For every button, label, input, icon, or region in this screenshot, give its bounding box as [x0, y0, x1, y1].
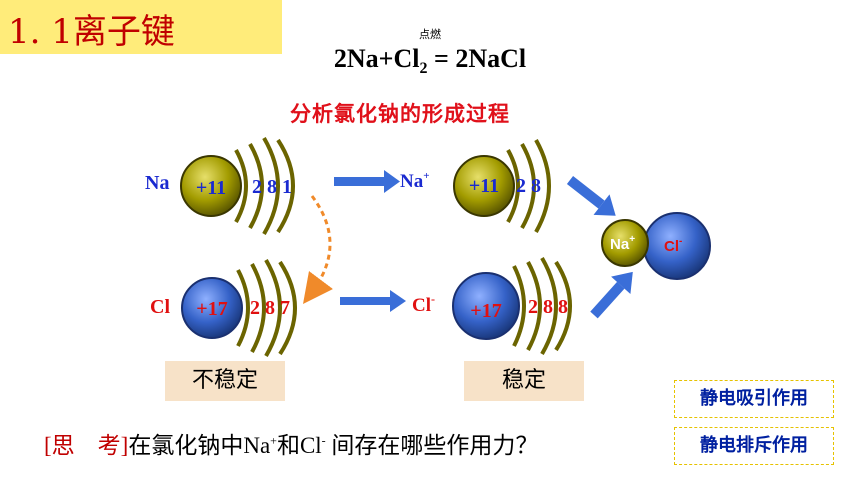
na-shell-1 [234, 149, 248, 223]
cl-nucleus [181, 277, 243, 339]
cl-shell-3 [264, 258, 282, 358]
na-shell-3 [262, 136, 280, 236]
na-atom [180, 136, 295, 236]
cl-ion-nucleus [452, 272, 520, 340]
page-title: 1. 1离子键 [8, 12, 175, 52]
cl-shell-2 [250, 263, 266, 353]
reaction-equation: 2Na+Cl2 = 2NaCl [0, 44, 860, 78]
na-shell-2 [248, 143, 264, 229]
electrostatic-repulsion-button[interactable]: 静电排斥作用 [674, 427, 834, 465]
na-shell-4 [276, 138, 295, 234]
na-nucleus-charge: +11 [196, 177, 226, 199]
unstable-label: 不稳定 [165, 361, 285, 401]
cl-symbol: Cl [150, 296, 170, 318]
cl-nucleus-charge: +17 [196, 298, 227, 320]
equation-right: = 2NaCl [427, 44, 527, 73]
arrow-na-ion-to-pair [566, 176, 616, 216]
pair-cl-label: Cl- [664, 236, 682, 255]
na-nucleus [180, 155, 242, 217]
cl-atom [181, 258, 297, 358]
cl-ion-nucleus-charge: +17 [470, 300, 501, 322]
title-banner: 1. 1离子键 [0, 0, 282, 54]
pair-na-sphere [601, 219, 649, 267]
stable-label: 稳定 [464, 361, 584, 401]
cl-ion-symbol: Cl- [412, 292, 435, 316]
na-ion [453, 139, 551, 233]
think-tag: [思 考] [44, 433, 129, 458]
na-ion-nucleus-charge: +11 [469, 175, 499, 197]
arrow-cl-to-ion [340, 290, 406, 312]
pair-na-label: Na+ [610, 234, 635, 253]
cl-ion-shell-4 [554, 260, 572, 352]
na-ion-nucleus [453, 155, 515, 217]
na-ion-shell-3 [534, 139, 551, 233]
cl-ion-electron-shells: 2 8 8 [528, 296, 568, 318]
electron-transfer-arrow [303, 195, 333, 305]
cl-ion-shell-2 [526, 261, 542, 351]
cl-shell-1 [236, 269, 250, 347]
na-ion-symbol: Na+ [400, 170, 430, 192]
reaction-condition: 点燃 [419, 28, 441, 41]
equation-subscript: 2 [419, 60, 428, 78]
cl-ion-shell-1 [512, 265, 526, 347]
cl-ion-shell-3 [540, 256, 558, 356]
equation-left: 2Na+Cl [333, 44, 420, 73]
cl-shell-4 [278, 260, 297, 356]
think-question: [思 考]在氯化钠中Na+和Cl- 间存在哪些作用力？ [44, 433, 539, 458]
na-symbol: Na [145, 172, 169, 194]
electrostatic-attraction-button[interactable]: 静电吸引作用 [674, 380, 834, 418]
na-ion-shell-2 [520, 143, 536, 229]
na-ion-electron-shells: 2 8 [516, 175, 541, 197]
ion-pair [601, 212, 711, 280]
na-ion-shell-1 [506, 149, 520, 223]
arrow-cl-ion-to-pair [590, 271, 633, 319]
arrow-na-to-ion [334, 170, 400, 193]
cl-electron-shells: 2 8 7 [250, 297, 290, 319]
cl-ion [452, 256, 572, 356]
section-subtitle: 分析氯化钠的形成过程 [290, 102, 510, 126]
na-electron-shells: 2 8 1 [252, 176, 292, 198]
